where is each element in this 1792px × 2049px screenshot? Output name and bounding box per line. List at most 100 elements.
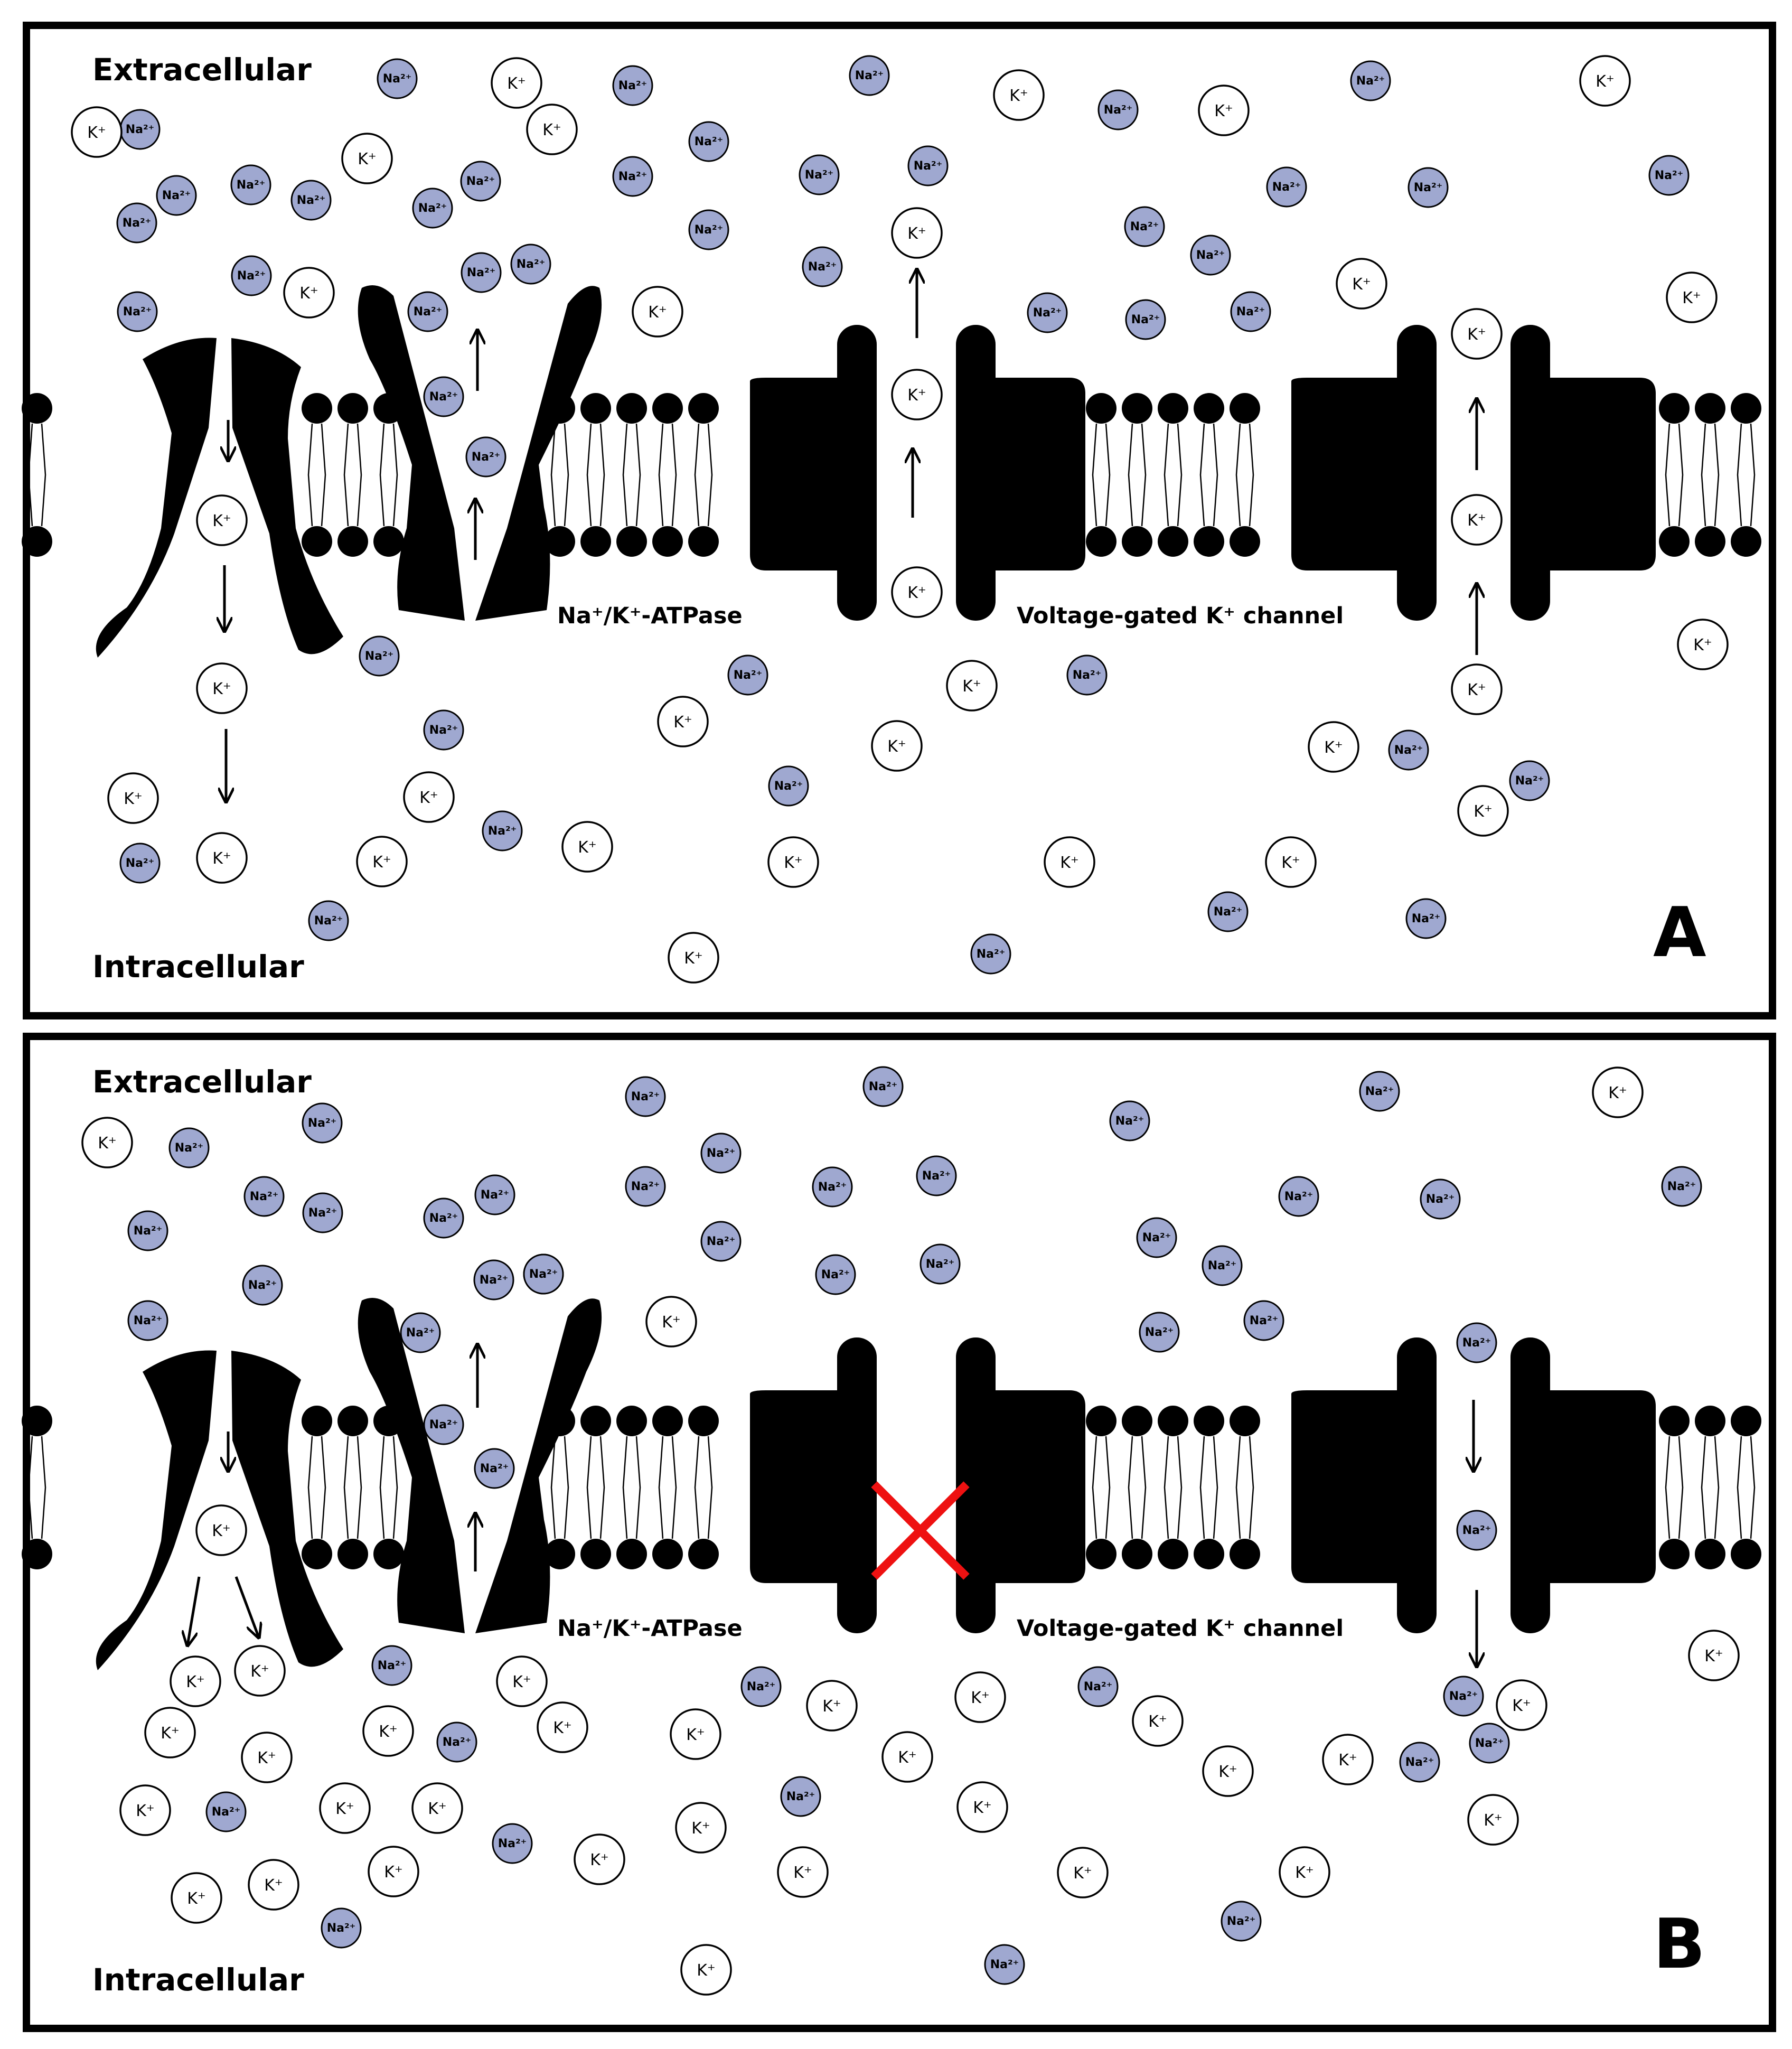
na-ion: Na²⁺ bbox=[849, 55, 890, 96]
svg-text:Na²⁺: Na²⁺ bbox=[631, 1090, 660, 1103]
svg-text:Na²⁺: Na²⁺ bbox=[365, 650, 394, 663]
svg-text:Na²⁺: Na²⁺ bbox=[481, 1189, 510, 1202]
svg-text:Na²⁺: Na²⁺ bbox=[250, 1190, 279, 1203]
k-ion: K⁺ bbox=[1451, 494, 1503, 546]
phospholipid bbox=[302, 1406, 332, 1569]
svg-text:K⁺: K⁺ bbox=[384, 1863, 403, 1882]
phospholipid bbox=[337, 393, 368, 557]
k-ion: K⁺ bbox=[1322, 1734, 1374, 1785]
na-ion: Na²⁺ bbox=[290, 180, 332, 221]
k-ion: K⁺ bbox=[881, 1731, 933, 1783]
na-ion: Na²⁺ bbox=[492, 1823, 533, 1864]
atpase-left-subunit bbox=[96, 338, 217, 658]
na-ion: Na²⁺ bbox=[127, 1300, 168, 1341]
k-ion: K⁺ bbox=[196, 662, 248, 714]
na-ion: Na²⁺ bbox=[1190, 235, 1231, 276]
svg-text:K⁺: K⁺ bbox=[691, 1819, 710, 1838]
phospholipid bbox=[688, 1406, 719, 1569]
k-ion: K⁺ bbox=[319, 1782, 371, 1834]
phospholipid bbox=[1194, 393, 1224, 557]
channel-label: Voltage-gated K⁺ channel bbox=[1017, 1615, 1344, 1642]
svg-text:Na²⁺: Na²⁺ bbox=[429, 1418, 458, 1432]
phospholipid bbox=[22, 393, 52, 557]
svg-text:K⁺: K⁺ bbox=[784, 854, 803, 872]
k-ion: K⁺ bbox=[954, 1671, 1006, 1723]
svg-text:K⁺: K⁺ bbox=[335, 1800, 354, 1818]
svg-text:K⁺: K⁺ bbox=[419, 789, 438, 807]
phospholipid bbox=[1695, 1406, 1725, 1569]
na-ion: Na²⁺ bbox=[474, 1448, 515, 1489]
na-ion: Na²⁺ bbox=[1388, 729, 1429, 771]
svg-text:Na²⁺: Na²⁺ bbox=[126, 123, 155, 136]
na-ion: Na²⁺ bbox=[1648, 155, 1690, 196]
na-ion: Na²⁺ bbox=[436, 1721, 477, 1763]
k-ion: K⁺ bbox=[1198, 85, 1250, 136]
svg-text:Na²⁺: Na²⁺ bbox=[314, 914, 343, 928]
phospholipid bbox=[580, 393, 611, 557]
svg-text:Na²⁺: Na²⁺ bbox=[1449, 1690, 1478, 1703]
svg-text:K⁺: K⁺ bbox=[186, 1673, 205, 1691]
svg-text:Na²⁺: Na²⁺ bbox=[1667, 1180, 1696, 1193]
channel-blocked-x-icon bbox=[871, 1481, 970, 1580]
intracellular-label: Intracellular bbox=[92, 949, 304, 985]
svg-text:K⁺: K⁺ bbox=[898, 1748, 917, 1767]
phospholipid bbox=[1086, 393, 1117, 557]
svg-text:K⁺: K⁺ bbox=[1704, 1647, 1723, 1666]
phospholipid bbox=[688, 393, 719, 557]
na-ion: Na²⁺ bbox=[780, 1776, 821, 1817]
svg-text:Na²⁺: Na²⁺ bbox=[418, 202, 447, 215]
na-ion: Na²⁺ bbox=[116, 202, 157, 244]
svg-text:Na²⁺: Na²⁺ bbox=[1365, 1085, 1394, 1098]
na-ion: Na²⁺ bbox=[625, 1076, 666, 1117]
phospholipid bbox=[1731, 1406, 1761, 1569]
phospholipid bbox=[1122, 393, 1152, 557]
svg-text:Na²⁺: Na²⁺ bbox=[472, 451, 501, 464]
svg-text:Na²⁺: Na²⁺ bbox=[1284, 1190, 1313, 1203]
k-channel-1-gate bbox=[956, 1337, 996, 1633]
na-ion: Na²⁺ bbox=[612, 156, 653, 197]
svg-text:Na²⁺: Na²⁺ bbox=[1414, 181, 1443, 194]
na-ion: Na²⁺ bbox=[1221, 1901, 1262, 1942]
k-ion: K⁺ bbox=[107, 772, 159, 824]
svg-text:Na²⁺: Na²⁺ bbox=[429, 390, 458, 404]
k-ion: K⁺ bbox=[1279, 1846, 1330, 1898]
svg-text:K⁺: K⁺ bbox=[590, 1851, 609, 1869]
k-ion: K⁺ bbox=[891, 207, 943, 259]
na-ion: Na²⁺ bbox=[625, 1166, 666, 1207]
panel-b: K⁺ Na²⁺ Na²⁺ Na²⁺ Na²⁺ Na²⁺ Na²⁺ K⁺ Na²⁺ Na²⁺ Na²⁺… bbox=[22, 1033, 1776, 2032]
svg-text:Na²⁺: Na²⁺ bbox=[855, 69, 884, 82]
na-ion: Na²⁺ bbox=[612, 65, 653, 106]
svg-text:K⁺: K⁺ bbox=[1608, 1084, 1627, 1102]
na-ion: Na²⁺ bbox=[377, 58, 418, 99]
atpase-right-subunit bbox=[475, 286, 602, 621]
arrows-b bbox=[187, 1344, 1477, 1667]
svg-text:K⁺: K⁺ bbox=[907, 386, 926, 405]
svg-text:Na²⁺: Na²⁺ bbox=[308, 1206, 337, 1220]
k-ion: K⁺ bbox=[993, 69, 1045, 121]
svg-text:K⁺: K⁺ bbox=[1484, 1811, 1503, 1830]
panel-a-letter: A bbox=[1653, 892, 1706, 972]
phospholipid bbox=[1194, 1406, 1224, 1569]
k-ion: K⁺ bbox=[956, 1781, 1008, 1833]
flow-arrow bbox=[187, 1576, 201, 1645]
k-ion: K⁺ bbox=[891, 566, 943, 618]
svg-text:Na²⁺: Na²⁺ bbox=[808, 260, 837, 274]
phospholipid bbox=[302, 393, 332, 557]
k-ion: K⁺ bbox=[196, 832, 248, 884]
svg-text:Na²⁺: Na²⁺ bbox=[1073, 669, 1102, 682]
k-channel-2 bbox=[1547, 1390, 1656, 1583]
na-ion: Na²⁺ bbox=[907, 145, 949, 186]
k-channel-2-gate bbox=[1397, 325, 1437, 621]
svg-text:Na²⁺: Na²⁺ bbox=[1462, 1524, 1491, 1537]
k-ion: K⁺ bbox=[1265, 836, 1317, 888]
na-ion: Na²⁺ bbox=[1420, 1178, 1461, 1220]
na-ion: Na²⁺ bbox=[1066, 654, 1108, 696]
k-ion: K⁺ bbox=[1666, 272, 1718, 323]
svg-text:K⁺: K⁺ bbox=[87, 124, 106, 142]
svg-text:Na²⁺: Na²⁺ bbox=[1515, 774, 1544, 788]
na-ion: Na²⁺ bbox=[1077, 1666, 1119, 1707]
na-ion: Na²⁺ bbox=[423, 1197, 464, 1239]
svg-text:Na²⁺: Na²⁺ bbox=[1250, 1314, 1279, 1327]
na-ion: Na²⁺ bbox=[1469, 1723, 1510, 1764]
